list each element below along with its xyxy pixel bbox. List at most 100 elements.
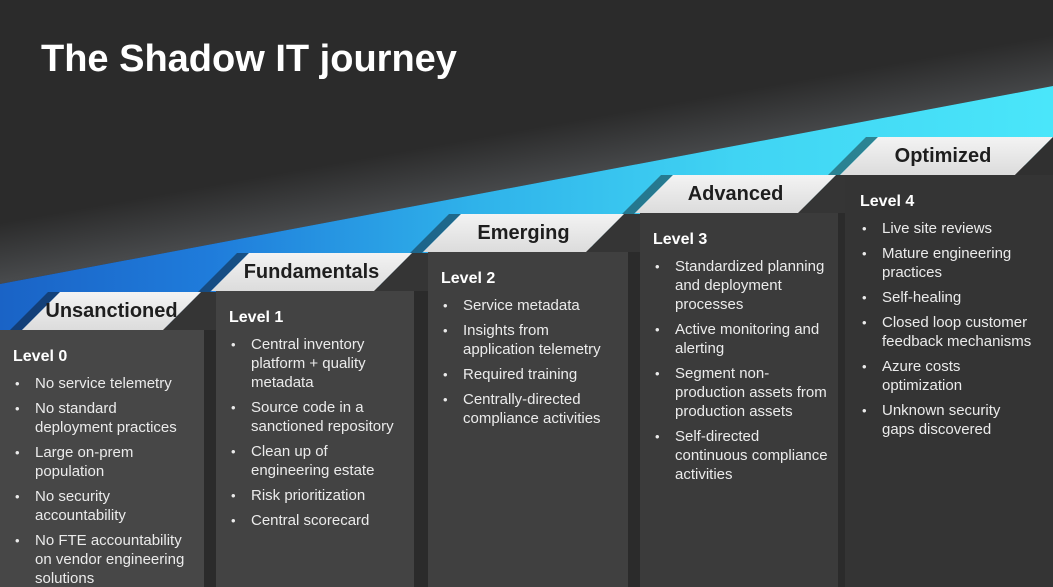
bullet-dot: •	[862, 290, 867, 305]
column-panel-fundamentals	[216, 291, 414, 587]
ribbon-fold	[798, 175, 845, 213]
bullet-dot: •	[655, 429, 660, 444]
ribbon-fold	[1015, 137, 1053, 175]
bullet-list: •Live site reviews•Mature engineering pr…	[860, 219, 1036, 439]
bullet-list: •Service metadata•Insights from applicat…	[441, 296, 617, 428]
bullet-text: Insights from application telemetry	[463, 322, 601, 358]
bullet-text: Central scorecard	[251, 512, 370, 529]
bullet-item: • Self-healing	[860, 288, 1036, 307]
bullet-dot: •	[443, 392, 448, 407]
tab-shape-emerging	[423, 214, 624, 252]
bullet-dot: •	[15, 489, 20, 504]
bullet-item: • Unknown security gaps discovered	[860, 401, 1036, 439]
tab-label-optimized: Optimized	[894, 145, 992, 167]
bullet-text: Clean up of engineering estate	[251, 443, 375, 479]
tab-label-emerging: Emerging	[477, 222, 570, 244]
bullet-item: • Standardized planning and deployment pr…	[653, 257, 829, 314]
tab-shape-advanced	[635, 175, 836, 213]
bullet-dot: •	[443, 367, 448, 382]
bullet-text: Central inventory platform + quality met…	[251, 336, 366, 391]
column-panel-advanced	[640, 213, 838, 587]
bullet-text: No FTE accountability on vendor engineer…	[35, 532, 185, 587]
bullet-text: Self-directed continuous compliance acti…	[675, 428, 828, 483]
bullet-item: • No security accountability	[13, 487, 189, 525]
level-heading: Level 3	[653, 231, 708, 248]
level-heading: Level 0	[13, 348, 68, 365]
bullet-dot: •	[15, 376, 20, 391]
bullet-dot: •	[231, 488, 236, 503]
bullet-item: • Azure costs optimization	[860, 357, 1036, 395]
bullet-dot: •	[231, 337, 236, 352]
bullet-dot: •	[15, 533, 20, 548]
bullet-text: Centrally-directed compliance activities	[463, 391, 601, 427]
bullet-dot: •	[862, 359, 867, 374]
ribbon-fold	[586, 214, 640, 252]
bullet-item: • No FTE accountability on vendor enginee…	[13, 531, 189, 587]
bullet-dot: •	[655, 259, 660, 274]
tab-label-advanced: Advanced	[687, 183, 784, 205]
bullet-text: No security accountability	[35, 488, 126, 524]
column-content-emerging: Level 2 •Service metadata•Insights from …	[441, 268, 617, 428]
bullet-text: Segment non-production assets from produ…	[675, 365, 827, 420]
column-panel-emerging	[428, 252, 628, 587]
ribbon-fold	[374, 253, 428, 291]
bullet-item: • Centrally-directed compliance activitie…	[441, 390, 617, 428]
tab-label-unsanctioned: Unsanctioned	[45, 300, 178, 322]
bullet-dot: •	[862, 403, 867, 418]
bullet-dot: •	[231, 400, 236, 415]
bullet-dot: •	[655, 366, 660, 381]
bullet-dot: •	[231, 513, 236, 528]
bullet-text: Unknown security gaps discovered	[882, 402, 1001, 438]
bullet-text: Closed loop customer feedback mechanisms	[882, 314, 1032, 350]
bullet-item: • No standard deployment practices	[13, 399, 189, 437]
level-heading: Level 4	[860, 193, 915, 210]
bullet-text: Source code in a sanctioned repository	[251, 399, 394, 435]
bullet-item: •Large on-prem population	[13, 443, 189, 481]
bullet-list: • No service telemetry • No standard deploy…	[13, 374, 189, 587]
bullet-item: • Active monitoring and alerting	[653, 320, 829, 358]
bullet-dot: •	[15, 445, 20, 460]
column-panel-optimized	[845, 175, 1053, 587]
bullet-item: • Service metadata	[441, 296, 617, 315]
bullet-text: No service telemetry	[35, 375, 172, 392]
tab-shape-optimized	[840, 137, 1053, 175]
bullet-text: Risk prioritization	[251, 487, 366, 504]
column-panel-unsanctioned	[0, 330, 204, 587]
ribbon-tabs	[22, 137, 1053, 330]
bullet-dot: •	[655, 322, 660, 337]
column-content-advanced: Level 3 • Standardized planning and deplo…	[653, 229, 829, 484]
bullet-text: No standard deployment practices	[35, 400, 177, 436]
page-title: The Shadow IT journey	[41, 38, 457, 80]
bullet-text: Service metadata	[463, 297, 580, 314]
bullet-text: Standardized planning and deployment pro…	[675, 258, 825, 313]
bullet-item: • No service telemetry	[13, 374, 189, 393]
bullet-item: • Source code in a sanctioned repository	[229, 398, 405, 436]
bullet-item: • Risk prioritization	[229, 486, 405, 505]
bullet-dot: •	[862, 221, 867, 236]
bullet-text: Self-healing	[882, 289, 962, 306]
column-content-fundamentals: Level 1 • Central inventory platform + qu…	[229, 307, 405, 530]
bullet-dot: •	[15, 401, 20, 416]
bullet-item: •Mature engineering practices	[860, 244, 1036, 282]
level-heading: Level 2	[441, 270, 496, 287]
tab-shape-unsanctioned	[22, 292, 201, 330]
bullet-text: Mature engineering practices	[882, 245, 1012, 281]
tab-shape-fundamentals	[211, 253, 412, 291]
bullet-text: Active monitoring and alerting	[675, 321, 820, 357]
bullet-dot: •	[862, 315, 867, 330]
band-glow	[0, 26, 1053, 284]
bullet-item: • Central inventory platform + quality me…	[229, 335, 405, 392]
column-content-optimized: Level 4 •Live site reviews•Mature engine…	[860, 191, 1036, 439]
bullet-item: •Insights from application telemetry	[441, 321, 617, 359]
bullet-item: • Segment non-production assets from prod…	[653, 364, 829, 421]
bullet-list: • Standardized planning and deployment pr…	[653, 257, 829, 484]
ribbon-folds	[163, 175, 845, 330]
bullet-item: • Live site reviews	[860, 219, 1036, 238]
bullet-dot: •	[231, 444, 236, 459]
bullet-text: Azure costs optimization	[882, 358, 963, 394]
bullet-list: • Central inventory platform + quality me…	[229, 335, 405, 530]
bullet-text: Live site reviews	[882, 220, 993, 237]
level-heading: Level 1	[229, 309, 284, 326]
bullet-dot: •	[443, 298, 448, 313]
